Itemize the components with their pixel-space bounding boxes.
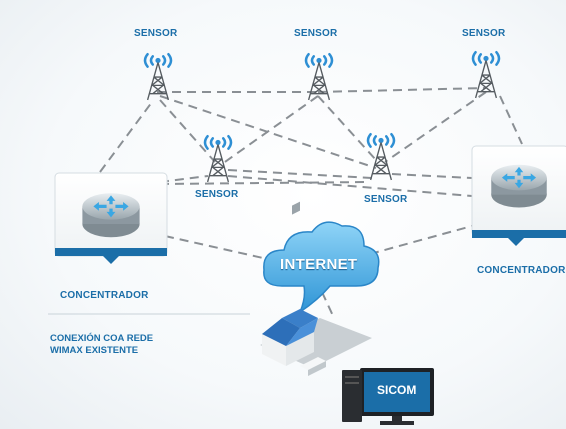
sensor-label: SENSOR <box>462 28 506 39</box>
internet-label: INTERNET <box>280 256 358 273</box>
link-internet-sicom <box>321 291 335 319</box>
sicom-label: SICOM <box>377 383 417 397</box>
link-s2-s5 <box>317 95 377 161</box>
sensor-label: SENSOR <box>294 28 338 39</box>
concentrator-right <box>471 145 566 246</box>
wimax-note: CONEXIÓN COA REDE WIMAX EXISTENTE <box>50 333 153 357</box>
sensor-tower-icon <box>304 52 334 102</box>
link-s5-c2 <box>391 173 473 179</box>
concentrator-label: CONCENTRADOR <box>477 265 566 276</box>
warehouse-icon <box>260 201 372 376</box>
sensor-label: SENSOR <box>134 28 178 39</box>
link-c1-s1 <box>99 101 153 173</box>
sensor-label: SENSOR <box>364 194 408 205</box>
computer-icon <box>342 368 434 425</box>
link-s3-s5 <box>384 91 487 163</box>
link-s1-s4 <box>159 99 216 163</box>
router-icon <box>491 164 547 208</box>
concentrator-left <box>54 172 168 264</box>
link-s4-c2 <box>227 175 473 197</box>
wimax-note-line2: WIMAX EXISTENTE <box>50 345 139 356</box>
sensor-tower-icon <box>143 52 173 102</box>
concentrator-label: CONCENTRADOR <box>60 290 149 301</box>
link-s2-s4 <box>221 95 319 165</box>
link-c1-s5 <box>159 181 371 185</box>
network-links <box>99 87 523 319</box>
sensor-label: SENSOR <box>195 189 239 200</box>
link-s3-c2 <box>499 95 523 145</box>
sensor-tower-icon <box>366 132 396 182</box>
wimax-note-line1: CONEXIÓN COA REDE <box>50 333 154 344</box>
link-s2-s3 <box>317 87 487 93</box>
link-c1-internet <box>164 235 273 261</box>
sensor-tower-icon <box>203 134 233 184</box>
link-s4-s5 <box>227 169 373 179</box>
internet-cloud-icon <box>263 221 380 315</box>
router-icon <box>82 193 140 238</box>
sensor-tower-icon <box>471 50 501 100</box>
link-c1-s4 <box>159 175 209 183</box>
link-internet-c2 <box>369 225 473 255</box>
